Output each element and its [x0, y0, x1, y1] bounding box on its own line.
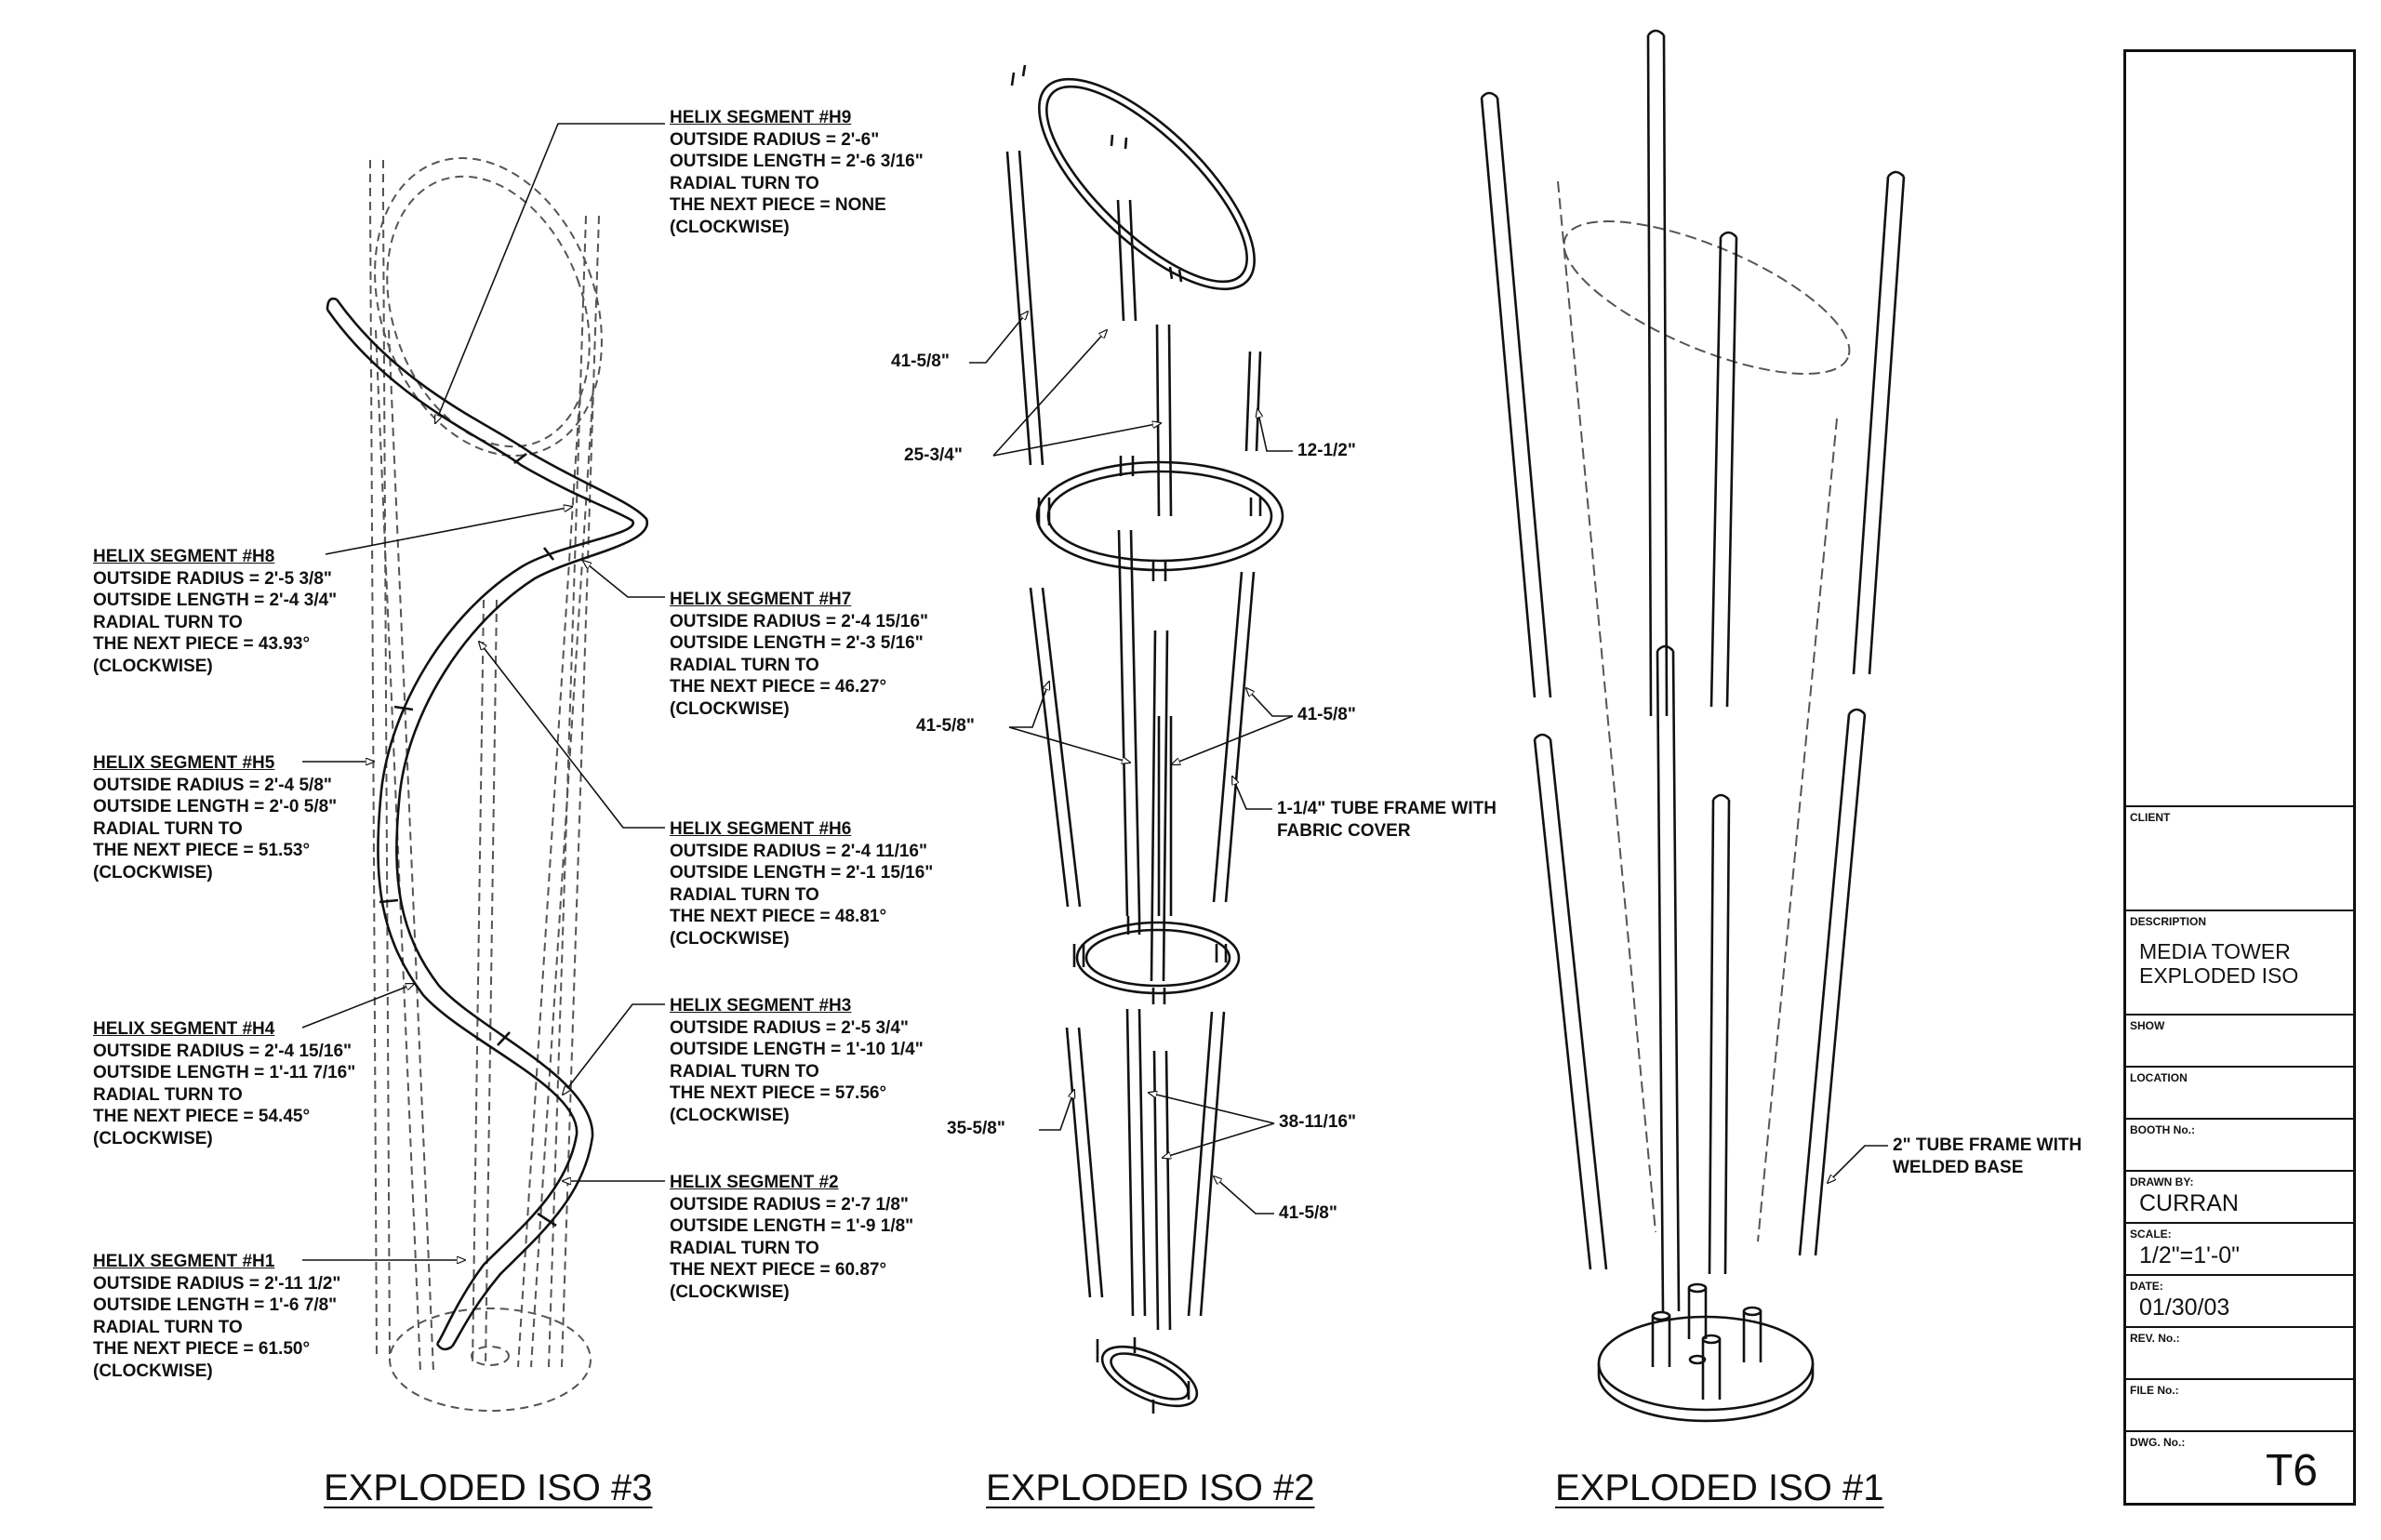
- dim-label: 25-3/4": [904, 445, 963, 465]
- iso1-assembly: [1480, 29, 1906, 1423]
- dim-label: 41-5/8": [1279, 1203, 1337, 1223]
- tube-frame-fabric-callout: 1-1/4" TUBE FRAME WITH FABRIC COVER: [1277, 799, 1496, 841]
- note-helix-h1: HELIX SEGMENT #H1 OUTSIDE RADIUS = 2'-11…: [93, 1252, 341, 1381]
- dim-label: 41-5/8": [891, 352, 950, 371]
- description-line: MEDIA TOWER: [2139, 939, 2291, 963]
- iso1-hidden-shell: [1557, 180, 1851, 1242]
- dim-label: 41-5/8": [1297, 705, 1356, 724]
- description-line: EXPLODED ISO: [2139, 963, 2299, 988]
- iso3-leaders: [301, 123, 665, 1260]
- iso2-leaders: [969, 312, 1294, 1215]
- scale-value: 1/2"=1'-0": [2139, 1242, 2241, 1268]
- note-helix-h8: HELIX SEGMENT #H8 OUTSIDE RADIUS = 2'-5 …: [93, 547, 338, 676]
- drawn-by-value: CURRAN: [2139, 1190, 2239, 1216]
- tb-booth: BOOTH No.:: [2126, 1118, 2353, 1170]
- note-helix-h2: HELIX SEGMENT #2 OUTSIDE RADIUS = 2'-7 1…: [670, 1173, 914, 1302]
- dim-label: 41-5/8": [916, 716, 975, 736]
- date-value: 01/30/03: [2139, 1294, 2230, 1321]
- view-title-iso3: EXPLODED ISO #3: [324, 1467, 653, 1508]
- note-helix-h4: HELIX SEGMENT #H4 OUTSIDE RADIUS = 2'-4 …: [93, 1019, 356, 1148]
- view-title-iso1: EXPLODED ISO #1: [1555, 1467, 1884, 1508]
- tb-location: LOCATION: [2126, 1066, 2353, 1118]
- note-helix-h9: HELIX SEGMENT #H9 OUTSIDE RADIUS = 2'-6"…: [670, 108, 924, 237]
- note-helix-h7: HELIX SEGMENT #H7 OUTSIDE RADIUS = 2'-4 …: [670, 590, 929, 719]
- tube-frame-welded-callout: 2" TUBE FRAME WITH WELDED BASE: [1893, 1135, 2082, 1177]
- tb-show: SHOW: [2126, 1014, 2353, 1066]
- note-helix-h3: HELIX SEGMENT #H3 OUTSIDE RADIUS = 2'-5 …: [670, 996, 924, 1125]
- note-helix-h6: HELIX SEGMENT #H6 OUTSIDE RADIUS = 2'-4 …: [670, 819, 934, 949]
- iso1-rods: [1480, 29, 1906, 1312]
- iso1-base: [1597, 1282, 1815, 1423]
- title-block: CLIENT DESCRIPTION MEDIA TOWER EXPLODED …: [2123, 49, 2356, 1506]
- tb-date: DATE: 01/30/03: [2126, 1274, 2353, 1326]
- dim-label: 12-1/2": [1297, 441, 1356, 460]
- tb-rev: REV. No.:: [2126, 1326, 2353, 1378]
- note-helix-h5: HELIX SEGMENT #H5 OUTSIDE RADIUS = 2'-4 …: [93, 753, 338, 883]
- dwg-number: T6: [2265, 1446, 2318, 1495]
- tb-scale: SCALE: 1/2"=1'-0": [2126, 1222, 2353, 1274]
- tb-client: CLIENT: [2126, 805, 2353, 909]
- tb-dwg: DWG. No.: T6: [2126, 1430, 2353, 1503]
- iso3-assembly: [326, 157, 648, 1412]
- iso3-hidden-frame: [369, 157, 603, 1412]
- iso2-assembly: [1005, 64, 1284, 1414]
- dim-label: 35-5/8": [947, 1119, 1005, 1138]
- iso1-leaders: [1828, 1145, 1888, 1183]
- tb-drawn-by: DRAWN BY: CURRAN: [2126, 1170, 2353, 1222]
- tb-file: FILE No.:: [2126, 1378, 2353, 1430]
- view-title-iso2: EXPLODED ISO #2: [986, 1467, 1315, 1508]
- tb-description: DESCRIPTION MEDIA TOWER EXPLODED ISO: [2126, 909, 2353, 1014]
- iso3-helix-tube: [326, 297, 648, 1351]
- dim-label: 38-11/16": [1279, 1112, 1356, 1132]
